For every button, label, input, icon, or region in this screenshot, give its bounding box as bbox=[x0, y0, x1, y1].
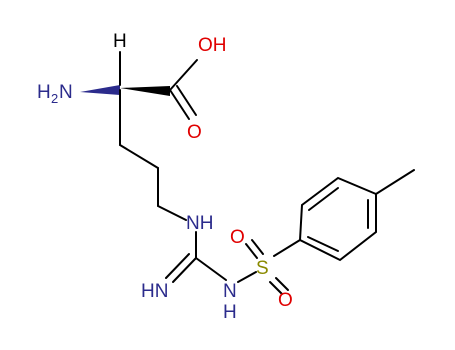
carboxyl-o-label: O bbox=[187, 122, 202, 143]
bond-chain-2 bbox=[119, 144, 159, 169]
bond-c-o-double-1 bbox=[169, 89, 190, 120]
bond-s-o-right-1 bbox=[269, 281, 283, 295]
bond-chain-4 bbox=[157, 205, 187, 221]
bond-s-ring bbox=[273, 239, 301, 257]
benzene-ring bbox=[298, 176, 377, 262]
sulfonamide-n-label: N bbox=[223, 281, 237, 302]
bond-methyl bbox=[375, 169, 415, 195]
bond-c-hn-1 bbox=[172, 257, 197, 283]
ring-double-1 bbox=[308, 187, 339, 211]
sulfur-label: S bbox=[256, 258, 269, 279]
sulfonyl-o-left-label: O bbox=[230, 227, 245, 248]
wedge-bond bbox=[80, 85, 120, 95]
bond-s-o-right-2 bbox=[275, 277, 289, 291]
wedge-bond-carboxyl bbox=[120, 86, 170, 96]
bond-c-o-double-2 bbox=[176, 85, 197, 116]
bond-s-o-left-2 bbox=[251, 239, 264, 255]
amine-h-label: H bbox=[37, 82, 51, 103]
stereo-h-label: H bbox=[113, 31, 127, 52]
guanidine-nh-label: NH bbox=[186, 213, 213, 234]
bond-c-n bbox=[195, 257, 227, 281]
amine-subscript: 2 bbox=[51, 91, 58, 106]
bond-c-hn-2 bbox=[165, 253, 190, 279]
sulfonamide-h-label: H bbox=[223, 302, 237, 323]
bond-c-oh bbox=[169, 59, 198, 91]
carboxyl-oh-label: OH bbox=[198, 35, 227, 56]
bond-s-o-left-1 bbox=[245, 243, 258, 259]
bond-n-s bbox=[237, 271, 257, 283]
ring-double-3 bbox=[307, 236, 339, 252]
amine-n-label: N bbox=[59, 82, 73, 103]
imine-hn-label: HN bbox=[141, 281, 168, 302]
sulfonyl-o-right-label: O bbox=[278, 290, 293, 311]
